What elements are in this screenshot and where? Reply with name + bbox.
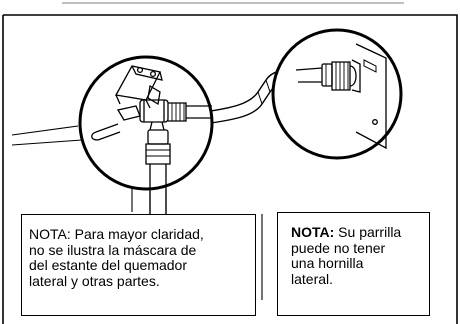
note-left-line-1: NOTA: Para mayor claridad, <box>29 226 204 242</box>
note-left-line-4: lateral y otras partes. <box>29 272 160 289</box>
outer-frame <box>2 14 458 324</box>
supply-line <box>149 190 167 214</box>
right-detail-circle <box>271 28 403 160</box>
leader-lines <box>11 125 263 300</box>
note-right-line-1-text: Su parrilla <box>334 224 402 240</box>
note-right-line-4: lateral. <box>291 270 334 287</box>
note-right-label: NOTA: <box>291 224 335 240</box>
left-detail-circle <box>78 55 214 191</box>
note-left-line-2: no se ilustra la máscara de <box>29 241 197 258</box>
note-right-line-2: puede no tener <box>291 239 386 256</box>
note-right-line-1: NOTA: Su parrilla <box>291 224 423 241</box>
note-left-line-3: del estante del quemador <box>29 257 187 273</box>
note-box-clarity: NOTA: Para mayor claridad, no se ilustra… <box>21 214 256 316</box>
note-right-line-3: una hornilla <box>291 255 364 271</box>
note-box-side-burner: NOTA: Su parrilla puede no tener una hor… <box>277 212 430 316</box>
